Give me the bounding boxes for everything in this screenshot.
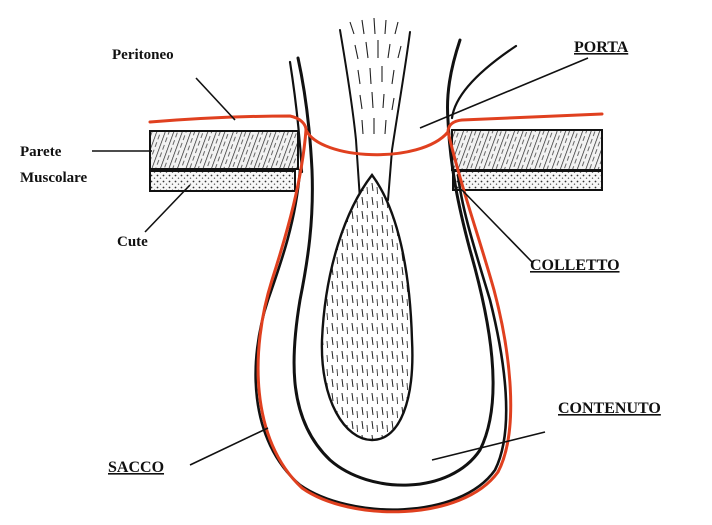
muscle-layer-left bbox=[150, 131, 298, 169]
peritoneum-neck-arc bbox=[306, 130, 448, 155]
pointer-sacco bbox=[190, 428, 268, 465]
label-porta: PORTA bbox=[574, 39, 629, 56]
label-peritoneo: Peritoneo bbox=[112, 47, 174, 63]
peritoneum-left bbox=[150, 116, 306, 130]
label-sacco: SACCO bbox=[108, 459, 164, 476]
mesentery-stalk bbox=[340, 30, 410, 200]
pointer-peritoneo bbox=[196, 78, 235, 120]
label-colletto: COLLETTO bbox=[530, 257, 620, 274]
label-contenuto: CONTENUTO bbox=[558, 400, 661, 417]
bowel-loop-right-inner bbox=[452, 46, 516, 118]
label-muscolare: Muscolare bbox=[20, 170, 88, 186]
pointer-contenuto bbox=[432, 432, 545, 460]
pointer-cute bbox=[145, 185, 190, 232]
content-fan bbox=[322, 175, 412, 440]
skin-layer-left bbox=[150, 171, 295, 191]
pointer-colletto bbox=[462, 190, 532, 262]
skin-layer-right bbox=[453, 171, 602, 190]
label-parete: Parete bbox=[20, 144, 62, 160]
label-cute: Cute bbox=[117, 234, 148, 250]
mesentery-fibers bbox=[350, 18, 401, 134]
muscle-layer-right bbox=[452, 130, 602, 170]
